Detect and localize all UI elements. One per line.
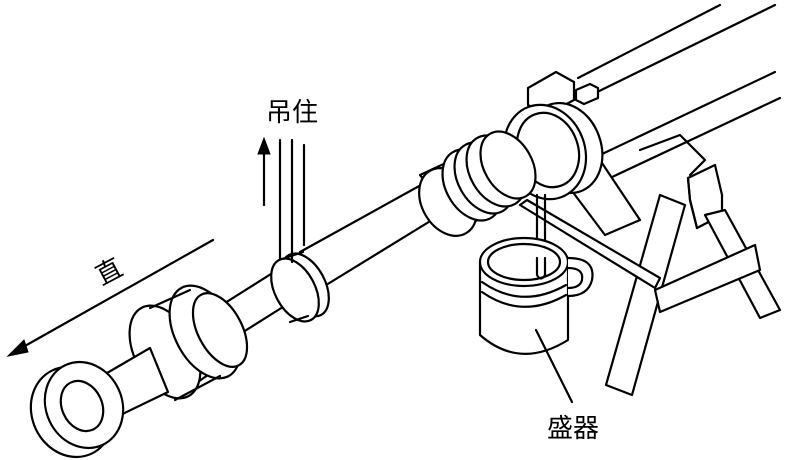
label-container: 盛器 — [547, 414, 599, 444]
label-straight: 直 — [91, 253, 128, 292]
machine-bed — [576, 3, 782, 180]
connecting-rod — [29, 130, 537, 459]
straight-direction-arrow — [6, 238, 215, 357]
container-leader-line — [534, 328, 574, 404]
hanging-lines — [278, 138, 306, 264]
up-arrow — [257, 136, 271, 207]
container-cup — [478, 236, 594, 355]
trestle-support — [518, 133, 782, 397]
label-hang: 吊住 — [266, 98, 318, 128]
